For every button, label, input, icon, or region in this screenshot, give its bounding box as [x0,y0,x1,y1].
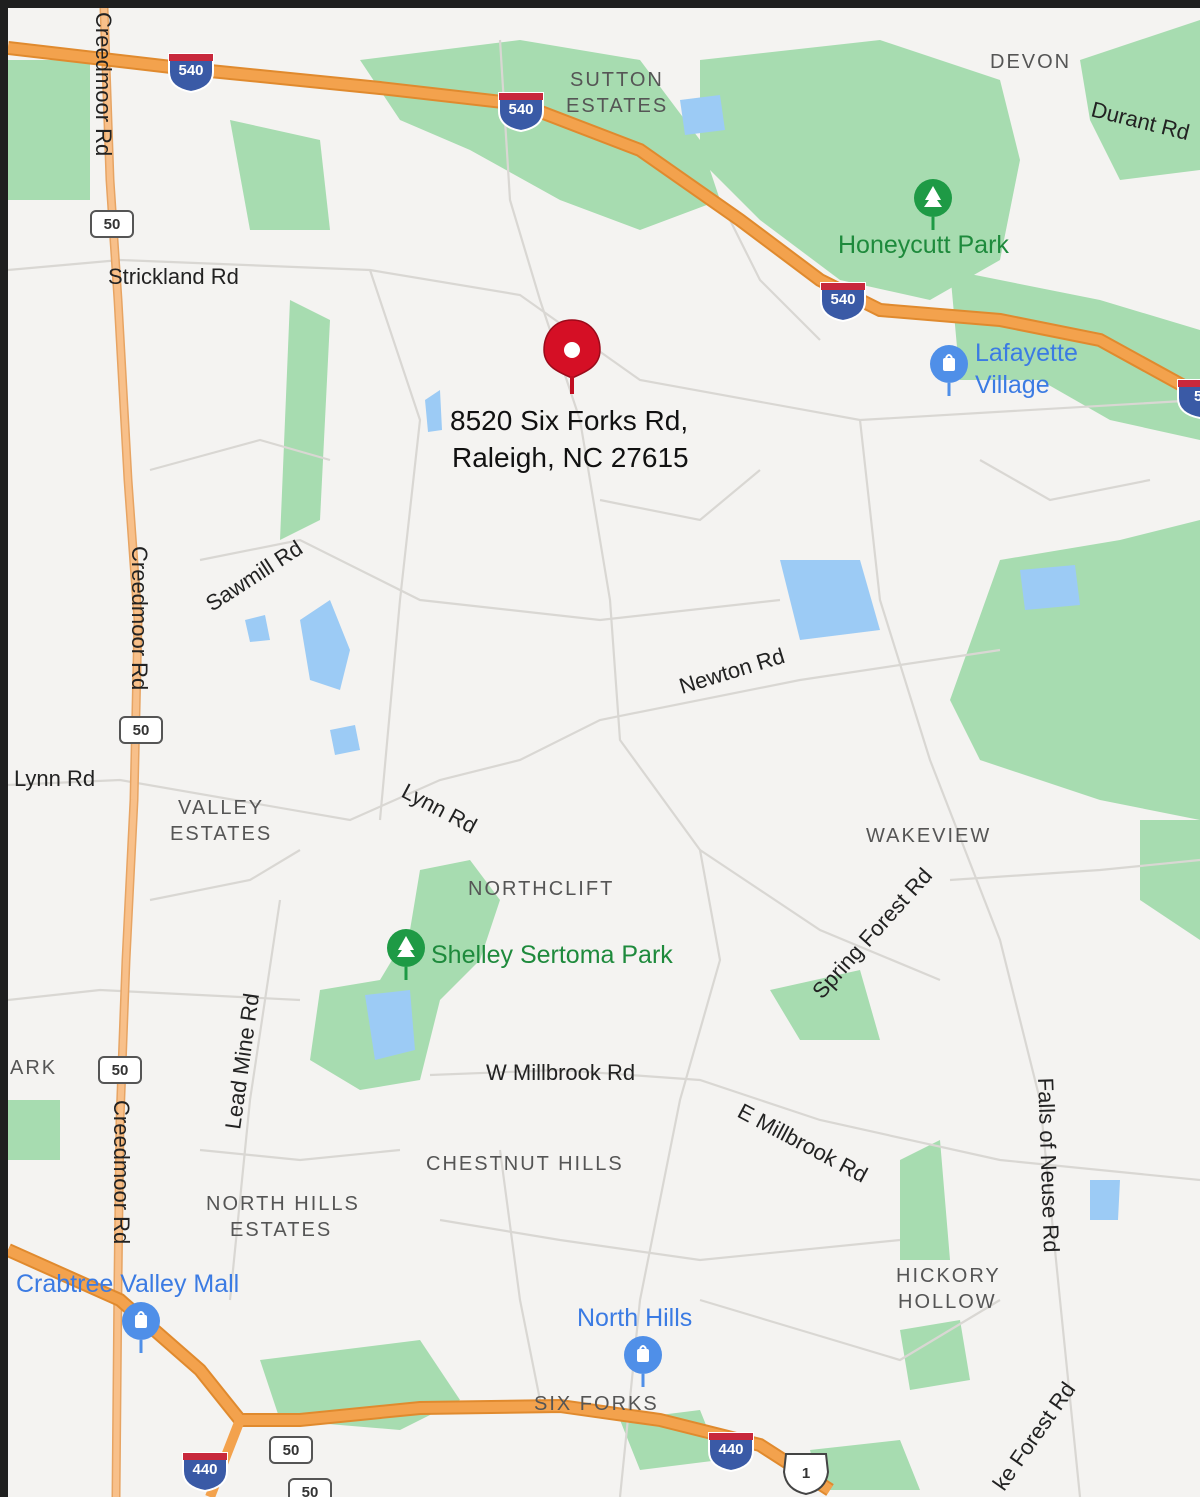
nc50-shield-a[interactable]: 50 [90,210,134,238]
shopping-bag-icon [943,358,955,371]
nc50-shield-d[interactable]: 50 [269,1436,313,1464]
i440-shield-west-label: 440 [192,1461,217,1478]
i540-shield-edge-label: 54 [1194,388,1200,405]
nc50-shield-e[interactable]: 50 [288,1478,332,1497]
i540-shield-center-label: 540 [508,101,533,118]
hood-label-nhe-1: NORTH HILLS [206,1193,360,1215]
i540-shield-edge[interactable]: 54 [1177,379,1200,420]
location-pin[interactable] [543,319,601,394]
road-label-creedmoor-top: Creedmoor Rd [91,12,116,156]
shopping-bag-icon [135,1315,147,1328]
hood-label-devon: DEVON [990,51,1071,73]
shopping-marker-lafayette[interactable] [930,345,968,396]
road-label-w-millbrook: W Millbrook Rd [486,1060,635,1085]
i540-highway[interactable] [8,41,1200,402]
park-label-honeycutt[interactable]: Honeycutt Park [838,231,1009,259]
hood-label-ark: ARK [10,1057,57,1079]
hood-label-six-forks: SIX FORKS [534,1393,659,1415]
hood-label-valley-1: VALLEY [178,797,264,819]
nc50-shield-b[interactable]: 50 [119,716,163,744]
park-label-shelley[interactable]: Shelley Sertoma Park [431,941,673,969]
hood-label-wakeview: WAKEVIEW [866,825,991,847]
shopping-marker-crabtree[interactable] [122,1302,160,1353]
tree-icon [924,186,942,207]
pin-address-line1: 8520 Six Forks Rd, [450,405,688,436]
poi-label-lafayette-1[interactable]: Lafayette [975,339,1078,367]
park-marker-shelley[interactable] [387,929,425,980]
nc50-shield-b-label: 50 [133,722,150,739]
nc50-shield-e-label: 50 [302,1484,319,1497]
poi-label-lafayette-2[interactable]: Village [975,371,1050,399]
shopping-bag-icon [637,1349,649,1362]
hood-label-hickory-1: HICKORY [896,1265,1001,1287]
i440-shield-east-label: 440 [718,1441,743,1458]
road-label-creedmoor-bottom: Creedmoor Rd [109,1100,134,1244]
hood-label-hickory-2: HOLLOW [898,1291,997,1313]
us1-shield-label: 1 [802,1465,810,1482]
i440-shield-east[interactable]: 440 [708,1432,754,1473]
water-bodies [245,95,1120,1220]
hood-label-northclift: NORTHCLIFT [468,878,614,900]
nc50-shield-c-label: 50 [112,1062,129,1079]
nc50-shield-c[interactable]: 50 [98,1056,142,1084]
shopping-marker-north-hills[interactable] [624,1336,662,1387]
i540-shield-east[interactable]: 540 [820,282,866,323]
i540-shield-center[interactable]: 540 [498,92,544,133]
us1-shield[interactable]: 1 [782,1453,830,1496]
hood-label-sutton-2: ESTATES [566,95,668,117]
road-label-lynn-left: Lynn Rd [14,766,95,791]
i540-shield-west[interactable]: 540 [168,53,214,94]
poi-label-crabtree[interactable]: Crabtree Valley Mall [16,1270,239,1298]
hood-label-valley-2: ESTATES [170,823,272,845]
road-label-falls-of-neuse: Falls of Neuse Rd [1033,1077,1064,1253]
hood-label-nhe-2: ESTATES [230,1219,332,1241]
poi-label-north-hills[interactable]: North Hills [577,1304,692,1332]
road-label-strickland: Strickland Rd [108,264,239,289]
pin-address-line2: Raleigh, NC 27615 [452,442,689,473]
hood-label-sutton-1: SUTTON [570,69,664,91]
minor-roads [8,39,1200,1497]
hood-label-chestnut: CHESTNUT HILLS [426,1153,624,1175]
i540-shield-east-label: 540 [830,291,855,308]
nc50-shield-d-label: 50 [283,1442,300,1459]
map-canvas[interactable]: 540 540 540 54 440 440 50 50 50 50 [8,8,1200,1497]
park-marker-honeycutt[interactable] [914,179,952,230]
tree-icon [397,936,415,957]
nc50-shield-a-label: 50 [104,216,121,233]
road-label-creedmoor-mid: Creedmoor Rd [127,546,152,690]
i540-shield-west-label: 540 [178,62,203,79]
i440-shield-west[interactable]: 440 [182,1452,228,1493]
